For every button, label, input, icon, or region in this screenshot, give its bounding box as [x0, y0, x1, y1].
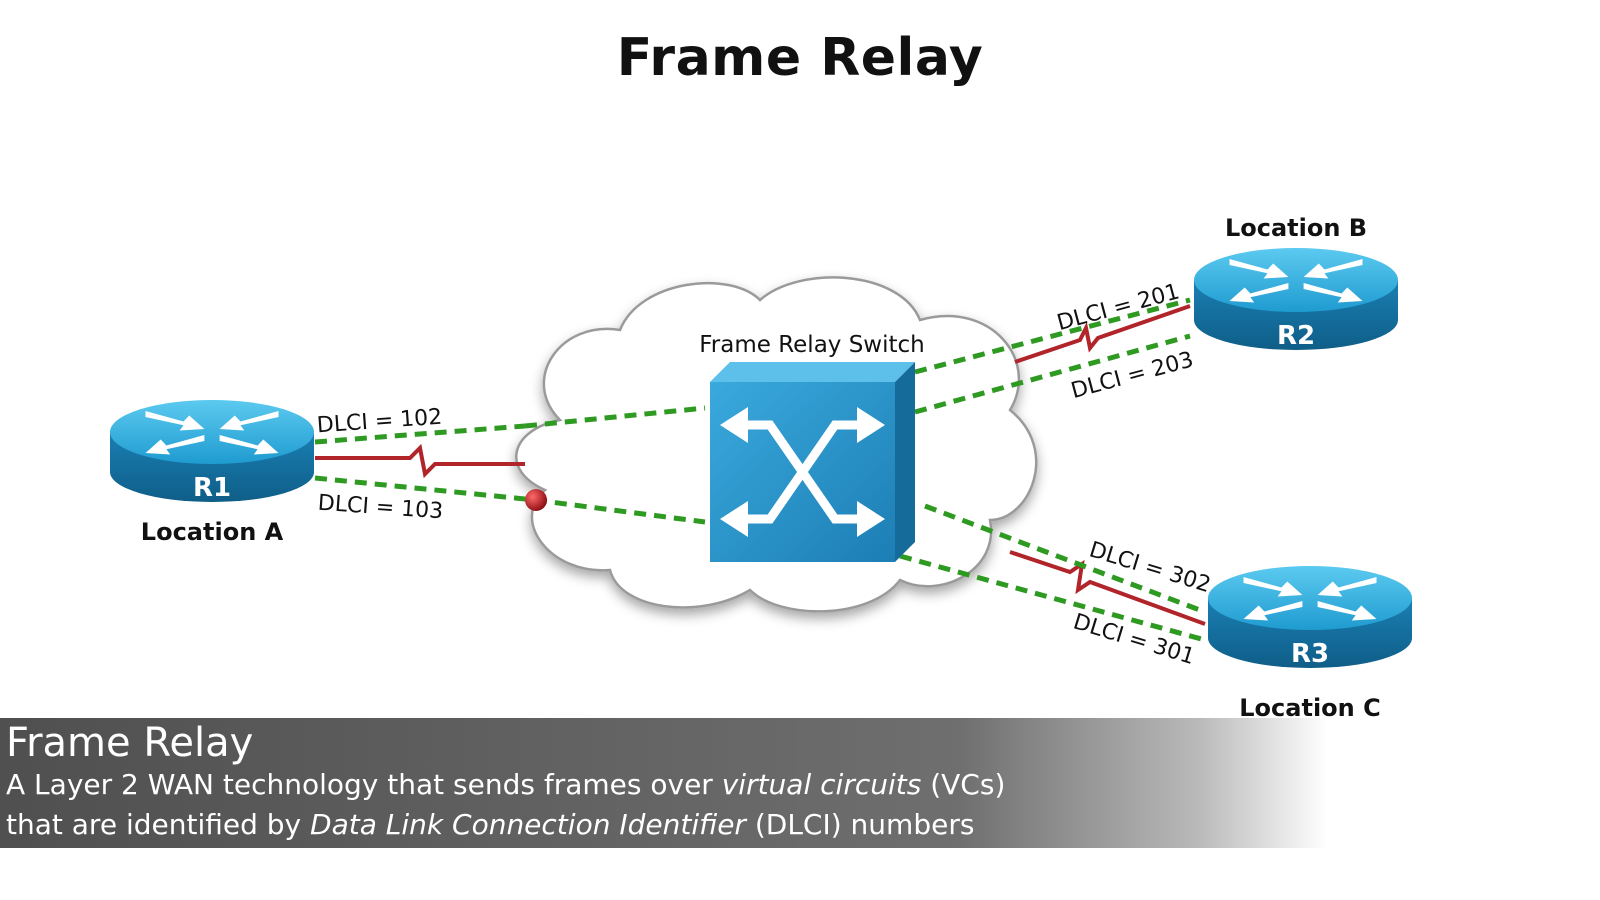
router-r3-name: R3: [1291, 639, 1329, 669]
caption-line-1-a: A Layer 2 WAN technology that sends fram…: [6, 768, 722, 801]
switch-label: Frame Relay Switch: [699, 332, 925, 358]
vc-r1-103-right: [534, 497, 706, 525]
vc-r1-103-left: [314, 475, 536, 503]
frame-dot: [525, 489, 547, 511]
physical-link-r2: [1014, 304, 1191, 364]
location-a-label: Location A: [141, 518, 284, 546]
router-icon: [1194, 248, 1398, 350]
location-c-label: Location C: [1239, 694, 1380, 722]
dlci-103-label: DLCI = 103: [317, 491, 444, 525]
physical-link-r3: [1009, 550, 1206, 626]
location-b-label: Location B: [1225, 214, 1367, 242]
switch-icon: [710, 362, 915, 562]
vc-r1-102-right: [524, 405, 706, 429]
caption-line-1: A Layer 2 WAN technology that sends fram…: [6, 766, 1005, 804]
caption-line-2-b: (DLCI) numbers: [745, 808, 975, 841]
vc-r2-201: [914, 297, 1191, 375]
vc-r2-203: [914, 333, 1191, 415]
router-icon: [1208, 566, 1412, 668]
router-r2-name: R2: [1277, 321, 1315, 351]
dlci-201-label: DLCI = 201: [1054, 279, 1182, 336]
router-icon: [110, 400, 314, 502]
page-title: Frame Relay: [616, 28, 984, 88]
vc-r3-302: [924, 503, 1206, 615]
router-r1-name: R1: [193, 473, 231, 503]
caption-line-2-a: that are identified by: [6, 808, 311, 841]
caption-line-1-b: (VCs): [921, 768, 1006, 801]
caption-line-1-em: virtual circuits: [721, 768, 922, 801]
caption-line-2-em: Data Link Connection Identifier: [310, 808, 746, 841]
vc-r1-102-left: [314, 423, 526, 445]
caption-bar: Frame Relay A Layer 2 WAN technology tha…: [0, 718, 1600, 848]
caption-line-2: that are identified by Data Link Connect…: [6, 806, 974, 844]
physical-link-r1: [315, 443, 525, 479]
vc-r3-301: [899, 553, 1206, 643]
caption-title: Frame Relay: [6, 720, 254, 766]
dlci-203-label: DLCI = 203: [1068, 347, 1196, 404]
